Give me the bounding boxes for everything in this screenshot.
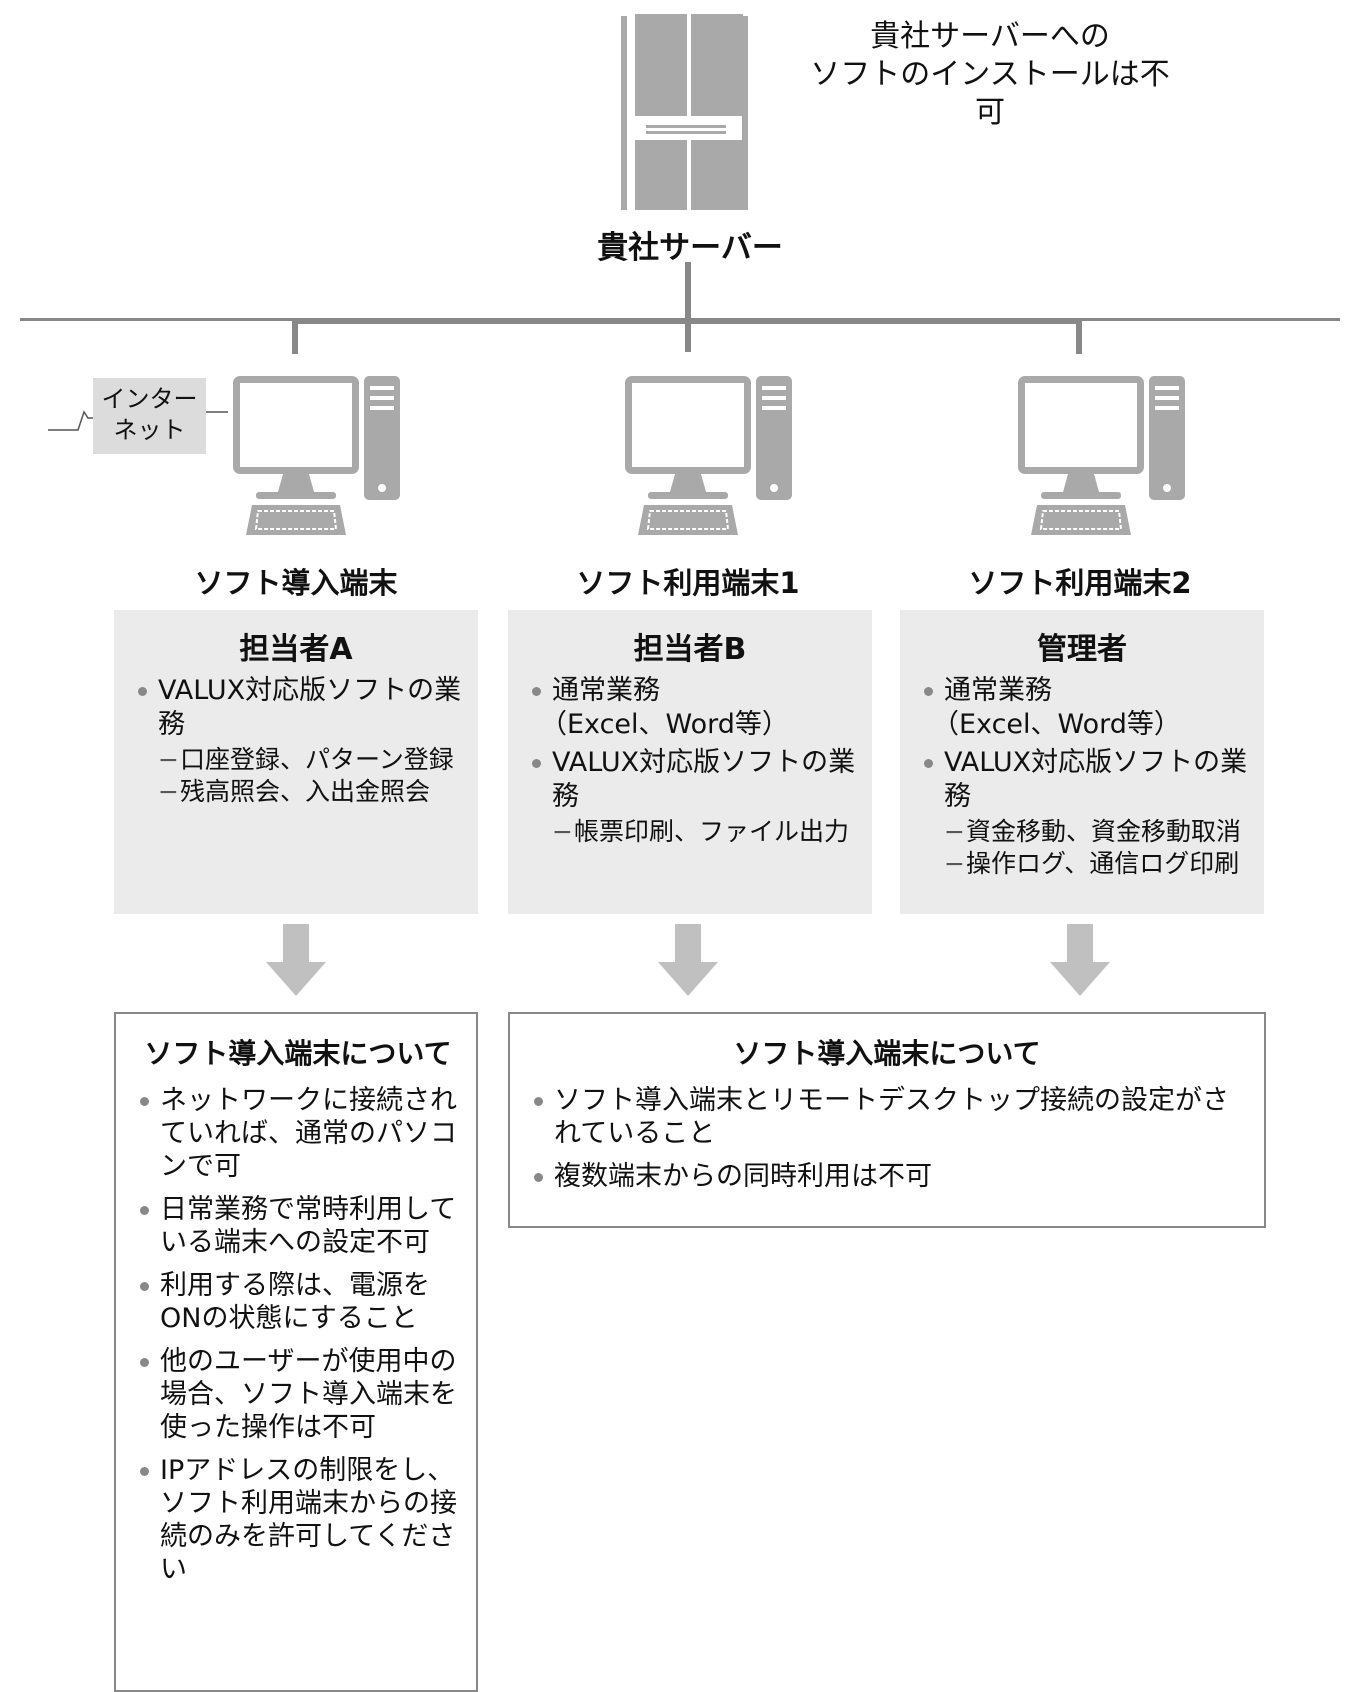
sub-item: 残高照会、入出金照会 (158, 776, 468, 808)
branch-line (292, 318, 1082, 324)
sub-item: 口座登録、パターン登録 (158, 744, 468, 776)
server-connector-line (685, 262, 691, 352)
internet-label: インター ネット (93, 378, 206, 454)
list-item: 複数端末からの同時利用は不可 (532, 1160, 1242, 1193)
role-title: 担当者B (633, 632, 747, 667)
sub-item: 操作ログ、通信ログ印刷 (944, 848, 1254, 880)
computer-icon-1 (233, 376, 400, 535)
role-box-a: 担当者A VALUX対応版ソフトの業務 口座登録、パターン登録 残高照会、入出金… (114, 610, 478, 914)
list-item: ネットワークに接続されていれば、通常のパソコンで可 (138, 1084, 458, 1183)
server-icon (621, 14, 748, 210)
list-item: VALUX対応版ソフトの業務 帳票印刷、ファイル出力 (530, 746, 862, 848)
list-item: ソフト導入端末とリモートデスクトップ接続の設定がされていること (532, 1084, 1242, 1150)
paren-note: （Excel、Word等） (932, 709, 1181, 740)
list-item: IPアドレスの制限をし、ソフト利用端末からの接続のみを許可してください (138, 1454, 458, 1586)
down-arrow-icon-2 (658, 924, 718, 996)
list-item: 日常業務で常時利用している端末への設定不可 (138, 1193, 458, 1259)
list-item: 他のユーザーが使用中の場合、ソフト導入端末を使った操作は不可 (138, 1345, 458, 1444)
down-arrow-icon-1 (266, 924, 326, 996)
install-note-line1: 貴社サーバーへの (870, 19, 1110, 54)
sub-item: 帳票印刷、ファイル出力 (552, 816, 862, 848)
terminal-title-use1: ソフト利用端末1 (576, 566, 800, 600)
branch-drop-1 (292, 318, 298, 354)
role-title: 担当者A (239, 632, 353, 667)
list-item: 通常業務（Excel、Word等） (530, 674, 862, 742)
computer-icon-3 (1018, 376, 1185, 535)
list-item: VALUX対応版ソフトの業務 資金移動、資金移動取消 操作ログ、通信ログ印刷 (922, 746, 1254, 880)
internet-link-icon (48, 410, 93, 431)
terminal-title-install: ソフト導入端末 (194, 566, 398, 600)
install-note-line2: ソフトのインストールは不可 (810, 57, 1170, 130)
info-box-use: ソフト導入端末について ソフト導入端末とリモートデスクトップ接続の設定がされてい… (508, 1012, 1266, 1228)
list-item: 利用する際は、電源をONの状態にすること (138, 1269, 458, 1335)
branch-drop-3 (1076, 318, 1082, 354)
list-item: 通常業務（Excel、Word等） (922, 674, 1254, 742)
server-label: 貴社サーバー (597, 230, 783, 266)
role-box-admin: 管理者 通常業務（Excel、Word等） VALUX対応版ソフトの業務 資金移… (900, 610, 1264, 914)
down-arrow-icon-3 (1050, 924, 1110, 996)
role-title: 管理者 (1037, 632, 1127, 667)
sub-item: 資金移動、資金移動取消 (944, 816, 1254, 848)
terminal-title-use2: ソフト利用端末2 (968, 566, 1192, 600)
computer-icon-2 (625, 376, 792, 535)
info-title: ソフト導入端末について (733, 1037, 1041, 1070)
paren-note: （Excel、Word等） (540, 709, 789, 740)
role-box-b: 担当者B 通常業務（Excel、Word等） VALUX対応版ソフトの業務 帳票… (508, 610, 872, 914)
list-item: VALUX対応版ソフトの業務 口座登録、パターン登録 残高照会、入出金照会 (136, 674, 468, 808)
info-title: ソフト導入端末について (144, 1037, 452, 1070)
internet-label-line2: ネット (113, 416, 186, 444)
internet-label-line1: インター (101, 385, 198, 413)
install-note: 貴社サーバーへの ソフトのインストールは不可 (800, 18, 1180, 132)
info-box-install: ソフト導入端末について ネットワークに接続されていれば、通常のパソコンで可 日常… (114, 1012, 478, 1692)
